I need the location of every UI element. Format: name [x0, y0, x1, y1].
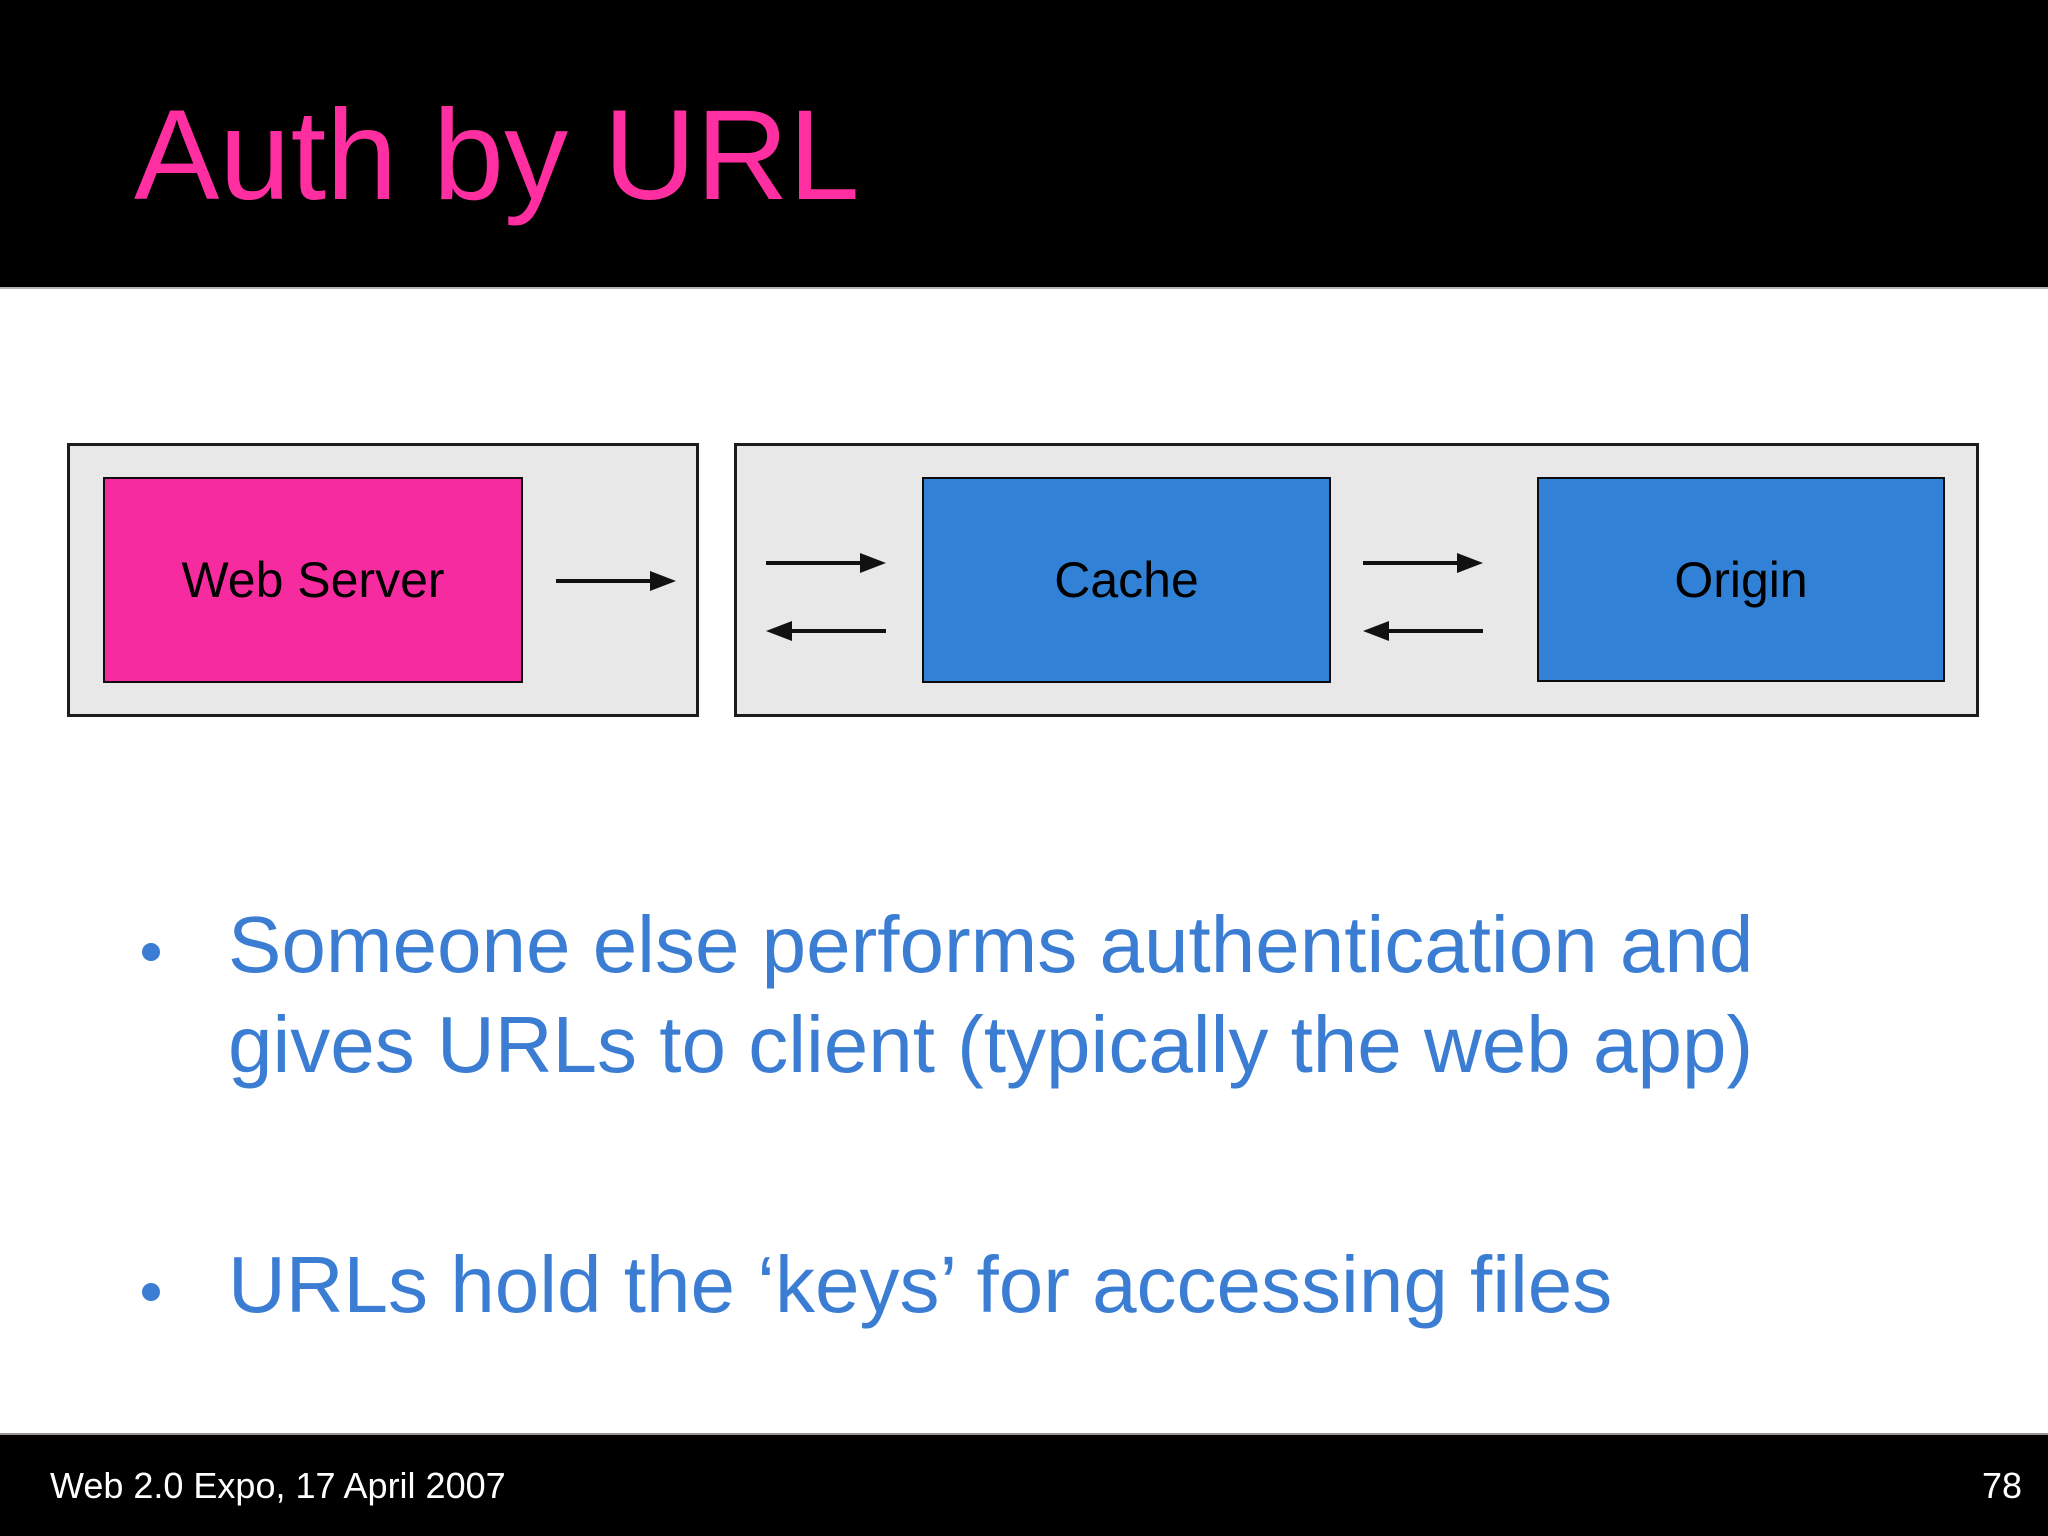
- page-number: 78: [1981, 1464, 2022, 1506]
- slide-footer: Web 2.0 Expo, 17 April 2007 78: [0, 1433, 2048, 1536]
- web-server-label: Web Server: [181, 552, 445, 608]
- arrow-left-icon: [766, 619, 886, 643]
- cache-label: Cache: [1054, 552, 1199, 608]
- web-server-box: Web Server: [103, 477, 523, 683]
- slide-title: Auth by URL: [134, 84, 860, 227]
- arrow-right-icon: [556, 569, 676, 593]
- bullet-item: Someone else performs authentication and…: [140, 895, 1828, 1095]
- slide-header: Auth by URL: [0, 0, 2048, 289]
- footer-event-text: Web 2.0 Expo, 17 April 2007: [50, 1464, 506, 1506]
- arrow-right-icon: [766, 551, 886, 575]
- origin-box: Origin: [1537, 477, 1945, 682]
- arrow-left-icon: [1363, 619, 1483, 643]
- arrow-right-icon: [1363, 551, 1483, 575]
- bullet-dot-icon: [142, 943, 160, 961]
- bullet-item: URLs hold the ‘keys’ for accessing files: [140, 1235, 1612, 1335]
- origin-label: Origin: [1674, 551, 1808, 608]
- bullet-dot-icon: [142, 1283, 160, 1301]
- bullet-text: Someone else performs authentication and…: [228, 900, 1754, 1089]
- cache-box: Cache: [922, 477, 1331, 683]
- bullet-text: URLs hold the ‘keys’ for accessing files: [228, 1240, 1613, 1329]
